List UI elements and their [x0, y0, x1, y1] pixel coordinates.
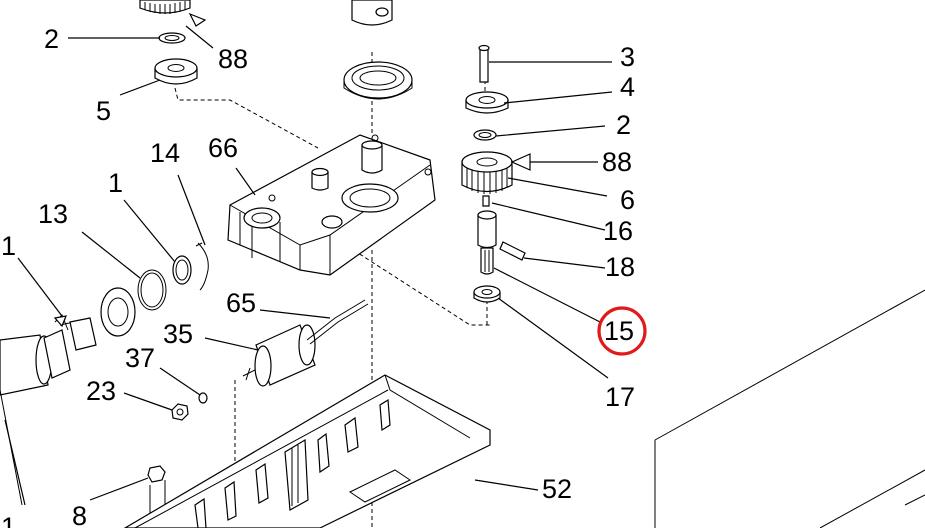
- top-gear-assembly: [139, 0, 198, 85]
- callout-17: 17: [605, 382, 635, 412]
- callout-65: 65: [226, 288, 256, 318]
- top-shaft-bearing: [343, 0, 413, 100]
- highlight-circle: [597, 306, 647, 356]
- callout-15: 15: [604, 316, 634, 346]
- callout-11: 11: [0, 512, 16, 528]
- callout-5: 5: [96, 96, 111, 126]
- callout-13: 13: [38, 199, 68, 229]
- arrowheads: [53, 12, 531, 328]
- callout-4: 4: [620, 72, 635, 102]
- callout-2-top: 2: [44, 24, 59, 54]
- pinion-stack: [461, 44, 526, 303]
- callout-18: 18: [605, 252, 635, 282]
- callout-6: 6: [620, 185, 635, 215]
- callout-14: 14: [150, 138, 180, 168]
- callout-88-right: 88: [602, 147, 632, 177]
- callout-2-right: 2: [616, 110, 631, 140]
- left-drive-parts: [0, 242, 209, 506]
- callout-66: 66: [208, 133, 238, 163]
- callout-1: 1: [108, 168, 123, 198]
- callout-16: 16: [603, 216, 633, 246]
- callout-8: 8: [72, 501, 87, 528]
- callout-35: 35: [163, 319, 193, 349]
- gearbox-housing: [227, 134, 436, 276]
- callout-37: 37: [125, 343, 155, 373]
- callout-61: 61: [0, 231, 16, 261]
- capacitor-assembly: [147, 299, 369, 520]
- callout-88-top: 88: [218, 44, 248, 74]
- callout-23: 23: [86, 376, 116, 406]
- callout-labels: 2 88 5 14 66 1 13 61 65 35 37 23 8 11 3 …: [0, 24, 635, 528]
- bottom-tray: [123, 374, 491, 528]
- callout-52: 52: [542, 474, 572, 504]
- adjacent-housing-outline: [654, 289, 925, 528]
- callout-3: 3: [620, 42, 635, 72]
